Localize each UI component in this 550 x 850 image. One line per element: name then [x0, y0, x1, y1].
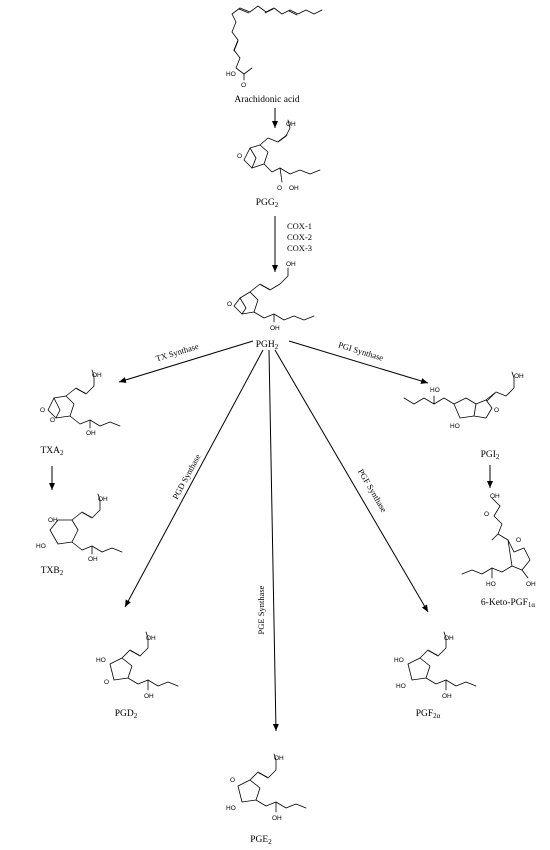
pgf2a-ho2-atom: HO [396, 683, 406, 690]
pgi2-structure: OH O HO HO [403, 371, 524, 430]
txb2-side-oh-atom: OH [88, 556, 98, 563]
arachidonic-ho-atom: HO [226, 71, 236, 78]
txb2-ho-atom: OH [48, 517, 58, 524]
pgh2-label: PGH2 [256, 340, 279, 351]
pgf2a-side-oh-atom: OH [442, 693, 452, 700]
cox1-label: COX-1 [287, 221, 312, 231]
6-keto-pgf1a-label: 6-Keto-PGF1α [481, 598, 535, 609]
keto-side-ho-atom: HO [486, 581, 496, 588]
pgi2-o-atom: O [494, 407, 499, 414]
txb2-oh-atom: OH [98, 496, 108, 503]
pgd2-oh-atom: OH [146, 635, 156, 642]
pgh2-o-atom: O [227, 301, 232, 308]
arrow-pgh2-to-pgi2 [288, 340, 429, 384]
txa2-side-oh-atom: OH [86, 430, 96, 437]
txa2-structure: OH O O OH [40, 369, 121, 437]
pgi2-label: PGI2 [481, 450, 500, 461]
pgf-synthase-label: PGF Synthase [356, 467, 389, 514]
pgg2-label: PGG2 [256, 198, 279, 209]
keto-o-atom: O [484, 511, 489, 518]
pgh2-oh-atom: OH [286, 261, 296, 268]
tx-synthase-label: TX Synthase [155, 341, 200, 364]
txb2-label: TXB2 [41, 566, 64, 577]
cox2-label: COX-2 [287, 232, 312, 242]
pge2-side-oh-atom: OH [272, 815, 282, 822]
arrow-pgh2-to-pge2 [268, 349, 279, 732]
pgi2-ring-ho-atom: HO [450, 423, 460, 430]
pgg2-ooh-o-atom: O [277, 185, 282, 192]
txb2-ho2-atom: HO [36, 543, 46, 550]
keto-o2-atom: O [516, 537, 521, 544]
pgf2a-label: PGF2α [416, 709, 441, 720]
pgg2-ooh-oh-atom: OH [289, 185, 299, 192]
pge2-oh-atom: OH [274, 755, 284, 762]
pgi2-side-ho-atom: HO [430, 387, 440, 394]
pge-synthase-label: PGE Synthase [256, 585, 266, 634]
pgi2-oh-atom: OH [514, 373, 524, 380]
pgg2-o-atom: O [237, 153, 242, 160]
pge2-o-atom: O [230, 777, 235, 784]
pge2-structure: OH O HO OH [226, 753, 307, 822]
arachidonic-acid-structure: HO O [226, 5, 323, 89]
pge2-label: PGE2 [250, 835, 272, 846]
pgg2-oh-atom: OH [286, 121, 296, 128]
pgh2-side-oh-atom: OH [270, 325, 280, 332]
pgg2-structure: OH O O OH [237, 119, 321, 192]
pgd2-structure: OH HO O OH [96, 631, 179, 700]
pgf2a-oh-atom: OH [444, 635, 454, 642]
pgd2-label: PGD2 [115, 709, 138, 720]
txa2-label: TXA2 [40, 446, 64, 457]
txb2-structure: OH OH HO OH [36, 493, 123, 563]
keto-oh-atom: OH [490, 493, 500, 500]
6-keto-pgf1a-structure: OH O O HO OH [461, 493, 536, 588]
arrow-pgh2-to-txa2 [118, 340, 254, 383]
pgi-synthase-label: PGI Synthase [337, 340, 385, 363]
pgd2-side-oh-atom: OH [144, 693, 154, 700]
pgh2-structure: OH O OH [227, 261, 315, 332]
pgd2-ho-atom: HO [96, 657, 106, 664]
cox3-label: COX-3 [287, 243, 312, 253]
pgd2-o-atom: O [104, 679, 109, 686]
arachidonic-o-atom: O [241, 82, 246, 89]
pge2-ho-atom: HO [226, 805, 236, 812]
arrow-pgh2-to-pgf2a [274, 349, 429, 613]
pgf2a-ho-atom: HO [394, 657, 404, 664]
txa2-o2-atom: O [50, 417, 55, 424]
txa2-oh-atom: OH [92, 372, 102, 379]
arachidonic-acid-label: Arachidonic acid [234, 95, 299, 105]
txa2-o1-atom: O [40, 407, 45, 414]
pgf2a-structure: OH HO HO OH [394, 631, 477, 700]
keto-ring-oh-atom: OH [526, 581, 536, 588]
arrow-pgh2-to-pgd2 [124, 349, 264, 608]
